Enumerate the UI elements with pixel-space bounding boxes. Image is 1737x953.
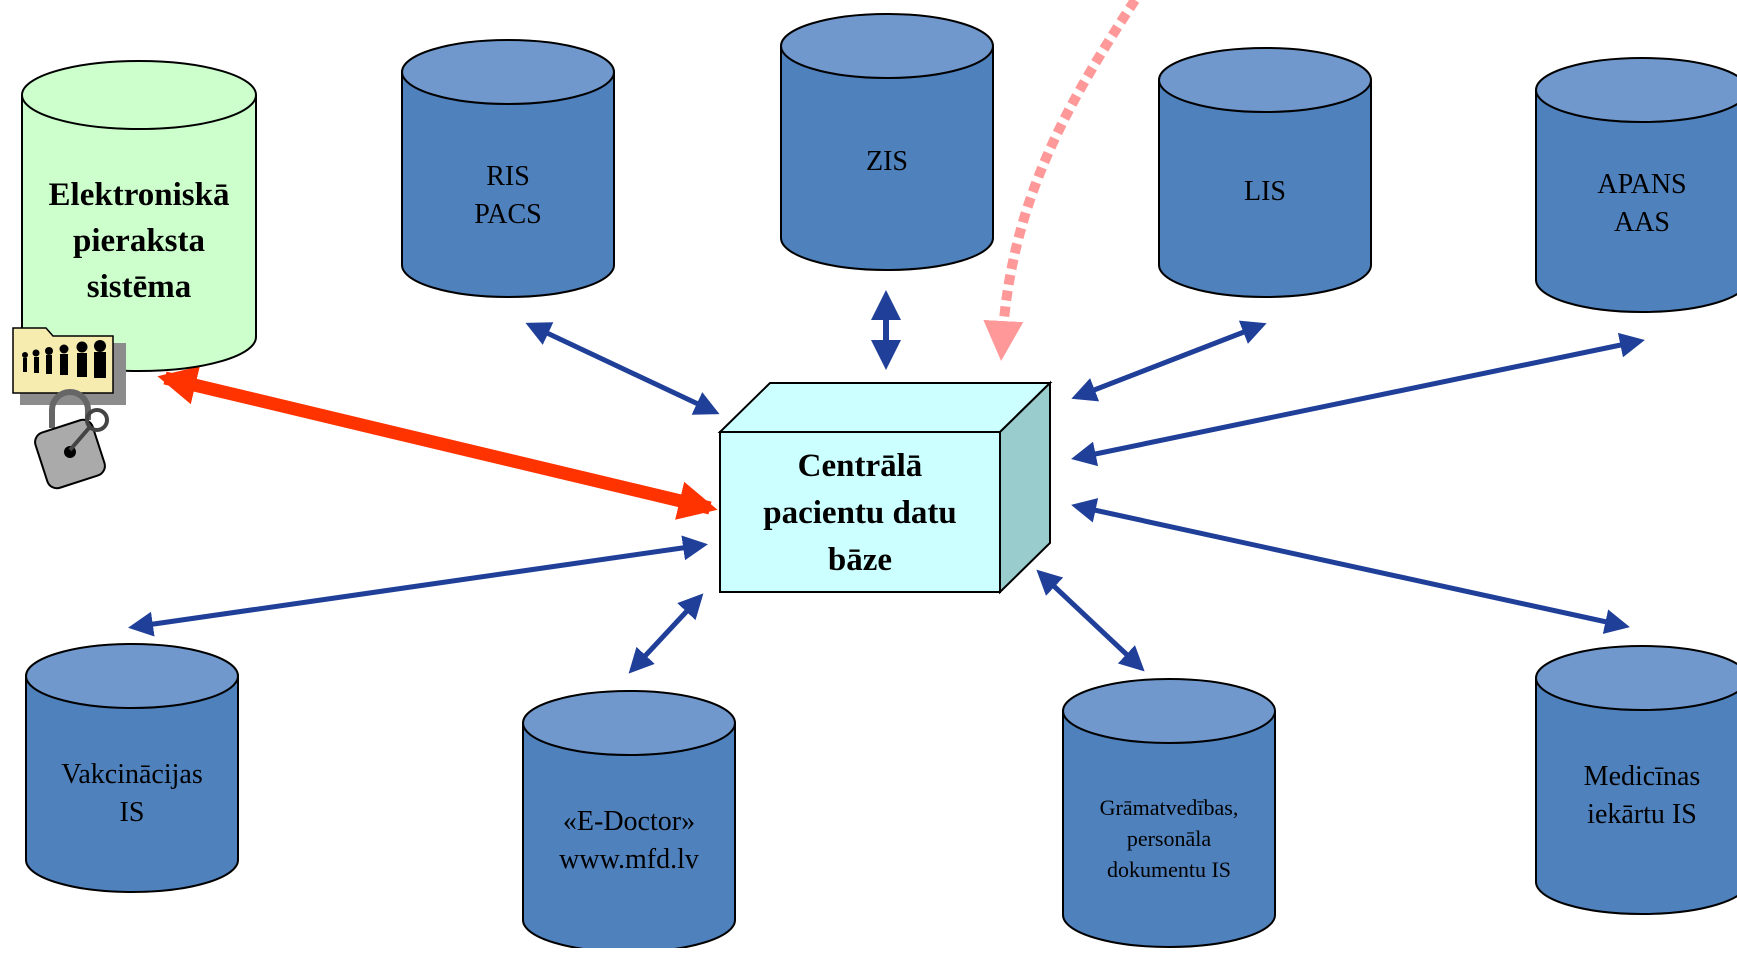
ehr-label-line3: sistēma (87, 269, 191, 305)
arrow-med-central (1071, 498, 1630, 634)
ris-label-line2: PACS (474, 199, 541, 230)
arrow-lis-central (1071, 320, 1267, 402)
central-label-line1: Centrālā (798, 448, 923, 484)
arrow-edoc-central (628, 593, 704, 674)
central-database-box: Centrālā pacientu datu bāze (717, 380, 1053, 595)
vakc-label-line2: IS (120, 797, 145, 828)
gram-label-line3: dokumentu IS (1107, 857, 1231, 882)
db-cylinder-med: Medicīnas iekārtu IS (1535, 645, 1737, 915)
apans-label-line1: APANS (1597, 169, 1686, 200)
padlock-key-icon (34, 389, 109, 490)
med-label-line1: Medicīnas (1584, 761, 1701, 792)
zis-label: ZIS (866, 146, 908, 177)
db-cylinder-zis: ZIS (780, 13, 994, 271)
db-cylinder-ehr: Elektroniskā pieraksta sistēma (21, 60, 257, 372)
arrow-external-incoming (983, 0, 1140, 361)
ehr-label-line1: Elektroniskā (49, 177, 230, 213)
gram-label-line1: Grāmatvedības, (1100, 795, 1239, 820)
db-cylinder-gram: Grāmatvedības, personāla dokumentu IS (1062, 678, 1276, 948)
db-cylinder-ris: RIS PACS (401, 39, 615, 298)
central-label-line3: bāze (828, 542, 892, 578)
central-label-line2: pacientu datu (763, 495, 956, 531)
lis-label: LIS (1244, 176, 1286, 207)
arrow-gram-central (1036, 569, 1145, 672)
ehr-label-line2: pieraksta (73, 223, 205, 259)
connectors (128, 0, 1645, 674)
gram-label-line2: personāla (1127, 826, 1212, 851)
arrow-ehr-central (157, 366, 718, 520)
med-label-line2: iekārtu IS (1587, 799, 1697, 830)
db-cylinder-edoc: «E-Doctor» www.mfd.lv (522, 690, 736, 953)
edoc-label-line2: www.mfd.lv (559, 844, 699, 875)
db-cylinder-apans: APANS AAS (1535, 57, 1737, 313)
edoc-label-line1: «E-Doctor» (563, 806, 695, 837)
vakc-label-line1: Vakcinācijas (61, 759, 203, 790)
arrow-ris-central (525, 322, 720, 415)
db-cylinder-vakc: Vakcinācijas IS (25, 643, 239, 893)
db-cylinder-lis: LIS (1158, 47, 1372, 298)
arrow-apans-central (1071, 332, 1645, 467)
arrow-vakc-central (128, 535, 708, 637)
ris-label-line1: RIS (486, 161, 530, 192)
apans-label-line2: AAS (1614, 207, 1670, 238)
